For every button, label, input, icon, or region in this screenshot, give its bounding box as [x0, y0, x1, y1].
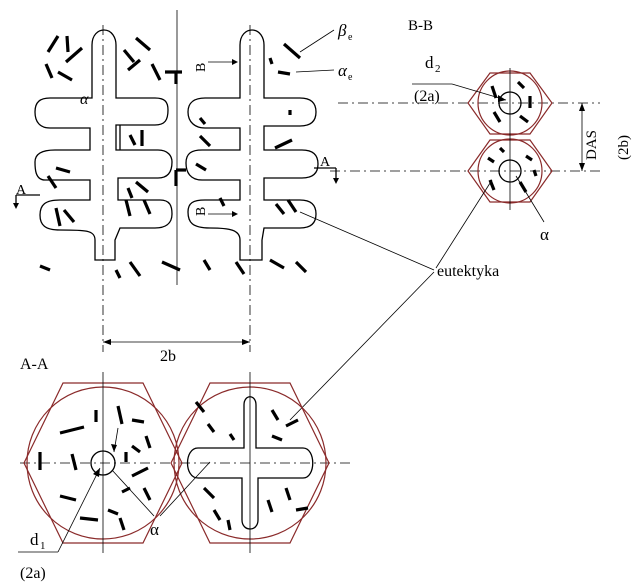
dim-2b-arrow-right	[242, 339, 250, 345]
eutectic-needles-top	[44, 35, 302, 215]
label-beta-e-sub: e	[348, 32, 353, 43]
d2-leader-arrow	[498, 95, 506, 102]
d1-leader-arrow	[93, 468, 100, 477]
bb-needles	[487, 80, 538, 193]
dendrite-section: A A B B α	[13, 10, 353, 352]
section-bb: B-B d 2 (2a)	[330, 18, 632, 244]
section-aa: A-A	[18, 356, 350, 582]
label-section-bb: B-B	[408, 18, 433, 34]
aa-right-needles	[194, 401, 309, 531]
label-b-top: B	[194, 63, 209, 72]
eutectic-needles-mid	[54, 134, 298, 227]
aa-right-hexagon	[170, 382, 330, 544]
label-alpha-e-sub: e	[348, 72, 353, 83]
label-d2-2a: (2a)	[414, 88, 440, 105]
right-dendrite-outline	[185, 29, 319, 261]
d2-leader	[451, 83, 507, 101]
eutektyka-leader-bb	[435, 179, 493, 269]
das-arrow-bottom	[579, 163, 585, 171]
aa-left-hexagon	[23, 382, 183, 544]
label-a-right: A	[320, 155, 331, 170]
label-d2-sub: 2	[435, 63, 441, 75]
bb-top-hexagon	[467, 72, 553, 135]
label-d1-2a: (2a)	[20, 565, 46, 582]
aa-core-leader-arrow	[111, 444, 117, 452]
eutektyka-leader-top	[299, 211, 435, 271]
label-alpha-dendrite: α	[80, 91, 89, 108]
aa-alpha-leader-right	[159, 461, 211, 517]
label-d2: d	[425, 53, 434, 72]
aa-alpha-leader-left	[111, 469, 155, 517]
dimension-2b: 2b	[103, 339, 250, 365]
left-dendrite-outline	[34, 29, 173, 261]
eutectic-needles-bottom	[39, 258, 308, 279]
d1-leader	[57, 467, 101, 553]
das-arrow-top	[579, 103, 585, 111]
label-d1: d	[30, 530, 39, 549]
dim-2b-arrow-left	[103, 339, 111, 345]
arrow-b-bottom-head	[232, 211, 238, 217]
label-alpha-aa: α	[150, 520, 159, 539]
label-eutektyka: eutektyka	[437, 263, 499, 280]
label-section-aa: A-A	[20, 356, 49, 373]
label-beta-e: β	[337, 21, 347, 40]
label-alpha-e: α	[338, 61, 348, 80]
label-d1-sub: 1	[40, 540, 46, 552]
label-das-2b: (2b)	[616, 135, 632, 160]
bb-bottom-hexagon	[467, 139, 553, 203]
label-b-bottom: B	[194, 207, 209, 216]
label-a-left: A	[16, 183, 27, 198]
bb-alpha-leader	[515, 175, 545, 223]
eutektyka-callout: eutektyka	[289, 179, 499, 421]
leader-alpha-e	[295, 69, 335, 73]
aa-left-needles	[38, 405, 152, 531]
leader-beta-e	[299, 29, 335, 53]
arrow-a-left-head	[13, 203, 19, 209]
label-2b: 2b	[160, 348, 176, 365]
aa-cross-dendrite	[186, 396, 314, 530]
eutektyka-leader-aa	[289, 271, 435, 421]
label-alpha-bb: α	[540, 225, 549, 244]
arrow-b-top-head	[232, 59, 238, 65]
arrow-a-right-head	[333, 178, 339, 184]
label-das: DAS	[584, 130, 600, 160]
